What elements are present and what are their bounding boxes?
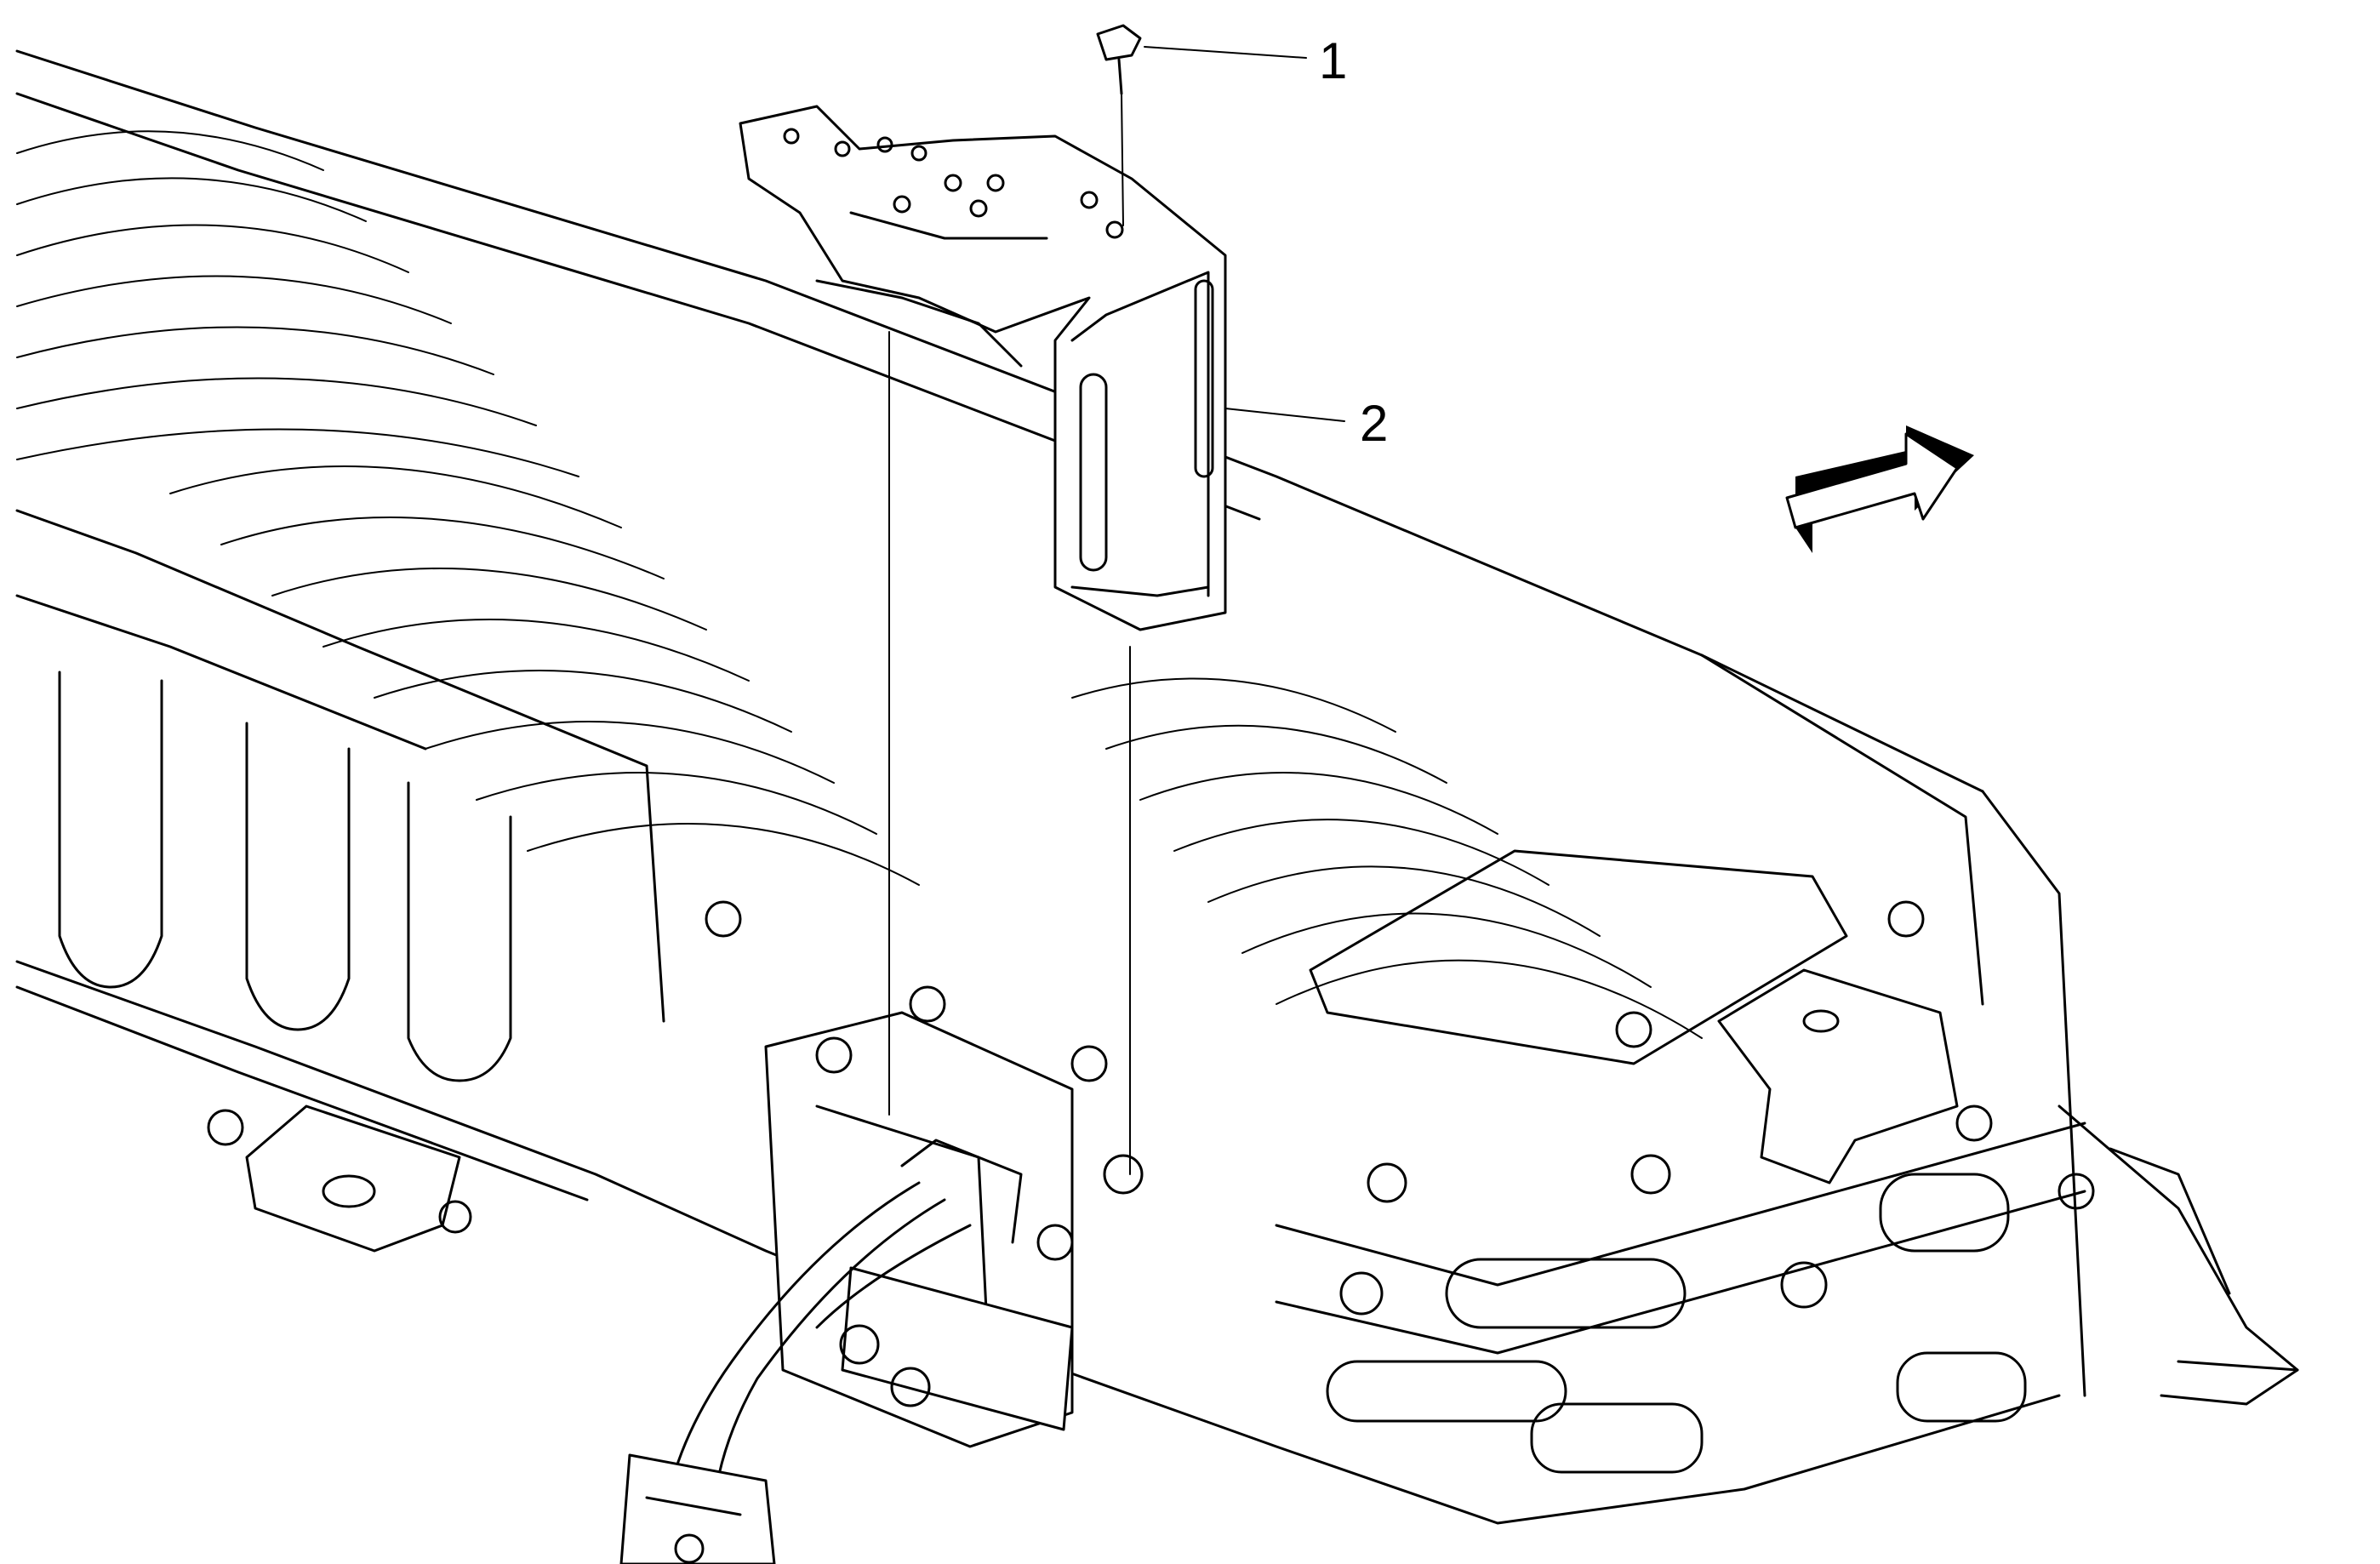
callout-2: 2 [1224,395,1388,452]
callout-1-label: 1 [1319,32,1347,89]
forward-arrow-icon [1785,425,1974,553]
high-voltage-connector [764,1011,1144,1448]
callout-1: 1 [1144,32,1347,89]
battery-module-ribs [16,130,1959,1184]
bolt [1096,24,1142,226]
hv-cable [619,1181,972,1564]
battery-pack-housing [15,49,2299,1525]
bracket [739,105,1227,631]
callout-2-label: 2 [1360,395,1388,452]
alignment-lines [888,331,1131,1175]
